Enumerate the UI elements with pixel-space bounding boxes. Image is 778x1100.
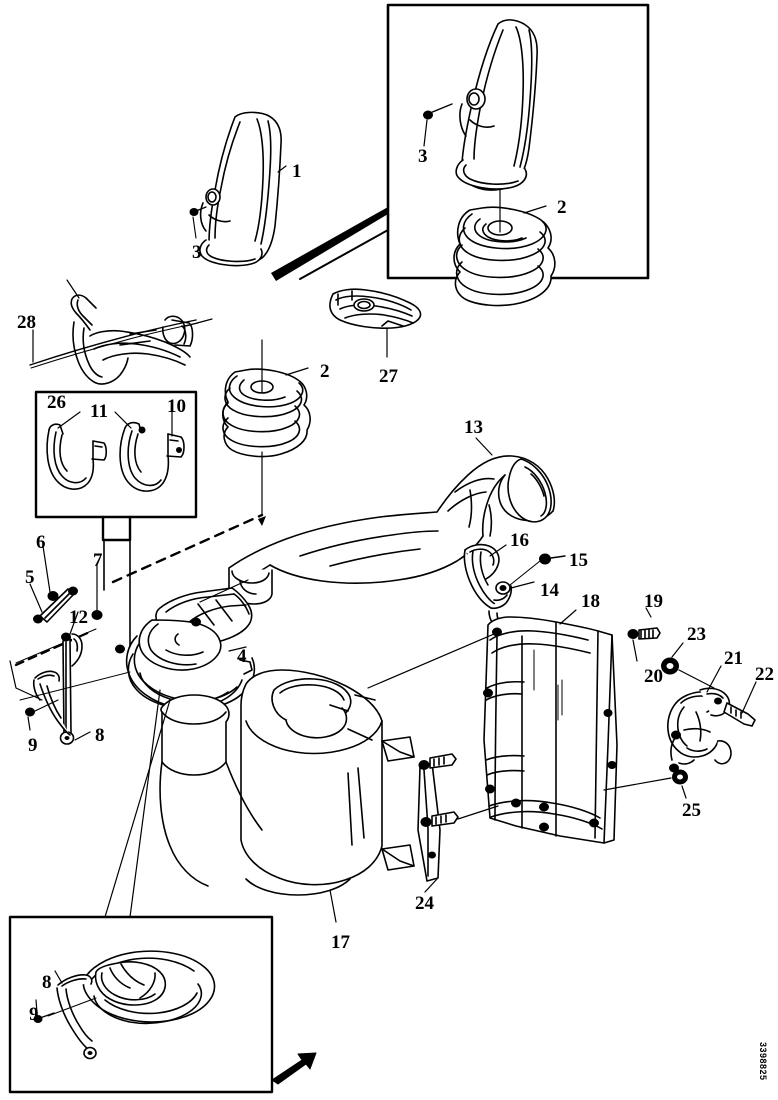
callout-17: 17	[331, 932, 350, 953]
callout-15: 15	[569, 550, 588, 571]
callout-25: 25	[682, 800, 701, 821]
callout-9a: 9	[28, 735, 38, 756]
callout-6: 6	[36, 532, 46, 553]
callout-1: 1	[292, 161, 302, 182]
callout-12: 12	[69, 607, 88, 628]
part-4-air-cleaner-cover	[115, 579, 256, 711]
leader-11	[57, 411, 81, 429]
callout-13: 13	[464, 417, 483, 438]
callout-8a: 8	[95, 725, 105, 746]
part-25-nut-lower	[603, 769, 688, 799]
part-26-28-clip-seal	[29, 279, 213, 385]
callout-inset-3: 3	[418, 146, 428, 167]
figure-reference-code: 3398825	[758, 1042, 768, 1081]
callout-4: 4	[237, 646, 247, 667]
part-11-clamp-small	[46, 423, 108, 490]
callout-2a: 2	[320, 361, 330, 382]
callout-27: 27	[379, 366, 398, 387]
part-19-20-bolt-washer	[627, 607, 661, 662]
callout-26: 26	[47, 392, 66, 413]
callout-14: 14	[540, 580, 559, 601]
part-1-air-inlet-duct	[199, 111, 282, 267]
inset-bellows-drawing	[453, 189, 556, 307]
callout-16: 16	[510, 530, 529, 551]
inset-duct-drawing	[423, 19, 538, 191]
part-3-screw-main	[189, 206, 207, 239]
callout-28: 28	[17, 312, 36, 333]
part-17-air-cleaner-housing	[104, 669, 415, 923]
callout-8b: 8	[42, 972, 52, 993]
callout-21: 21	[724, 648, 743, 669]
part-13-intake-duct-elbow	[228, 437, 556, 605]
part-18-shield-panel	[367, 609, 618, 844]
inset-resonator-drawing	[33, 950, 216, 1060]
callout-24: 24	[415, 893, 434, 914]
callout-23: 23	[687, 624, 706, 645]
dashed-assembly-line	[111, 513, 264, 584]
callout-18: 18	[581, 591, 600, 612]
part-10-clamp-large	[114, 411, 185, 492]
callout-19: 19	[644, 591, 663, 612]
callout-5: 5	[25, 567, 35, 588]
part-23-nut	[661, 642, 715, 689]
callout-11: 11	[90, 401, 108, 422]
callout-3a: 3	[192, 242, 202, 263]
callout-20: 20	[644, 666, 663, 687]
part-2-bellows-main	[221, 339, 311, 516]
callout-7: 7	[93, 550, 103, 571]
part-21-mounting-bracket	[667, 665, 757, 773]
inset-leader-wedge	[271, 207, 389, 281]
callout-inset-2: 2	[557, 197, 567, 218]
parts-5-6-7-support-rods	[9, 545, 131, 745]
callout-9b: 9	[29, 1004, 39, 1025]
part-24-stay-rod	[417, 753, 499, 893]
leader-1	[277, 165, 287, 173]
callout-22: 22	[755, 664, 774, 685]
part-27-air-guide-panel	[329, 288, 422, 358]
direction-arrow-icon	[271, 1052, 317, 1085]
callout-10: 10	[167, 396, 186, 417]
